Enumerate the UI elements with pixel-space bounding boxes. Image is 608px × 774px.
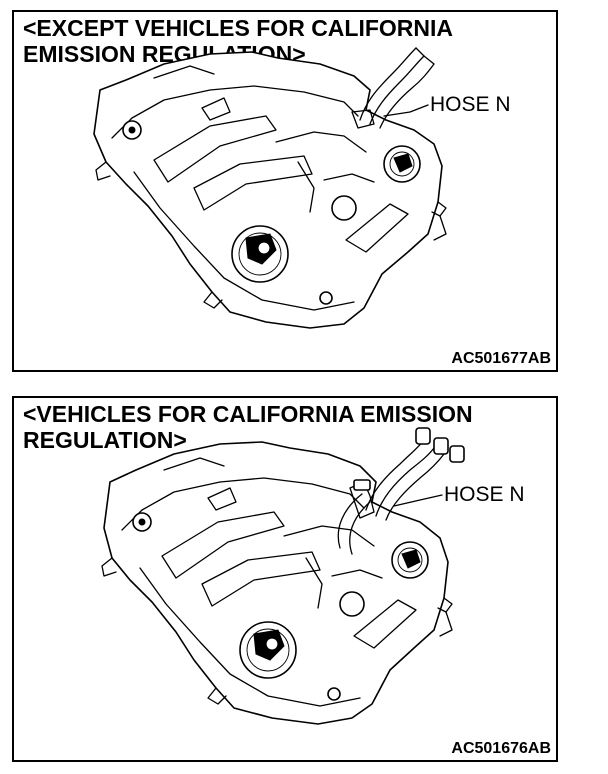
figure-code: AC501676AB xyxy=(451,740,551,757)
diagram-panel-california: <VEHICLES FOR CALIFORNIA EMISSION REGULA… xyxy=(12,396,558,762)
hose-n-leader-line xyxy=(383,104,429,117)
hose-n-label: HOSE N xyxy=(444,483,525,506)
fuel-tank-illustration xyxy=(101,427,465,725)
hose-n-leader-line xyxy=(393,494,443,507)
panel-title: <VEHICLES FOR CALIFORNIA EMISSION REGULA… xyxy=(23,401,473,453)
figure-code: AC501677AB xyxy=(451,350,551,367)
hose-n xyxy=(365,439,425,511)
fuel-tank-body xyxy=(103,441,449,725)
hose-n-label: HOSE N xyxy=(430,93,511,116)
diagram-panel-except-california: <EXCEPT VEHICLES FOR CALIFORNIA EMISSION… xyxy=(12,10,558,372)
fuel-tank-illustration xyxy=(93,47,447,329)
hose-n xyxy=(359,47,417,121)
